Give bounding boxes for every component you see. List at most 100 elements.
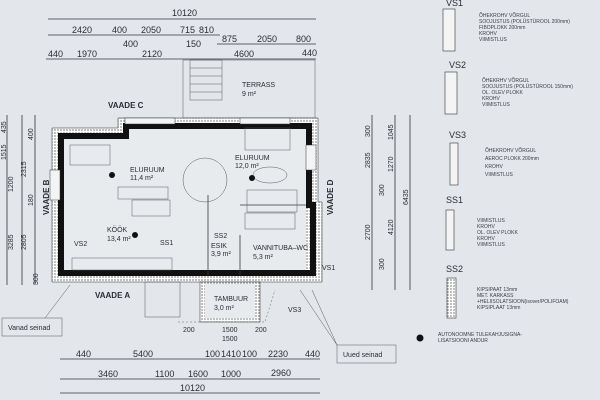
dim: 875 — [222, 34, 237, 44]
dim: 1100 — [155, 369, 174, 379]
legend-vs3: VS3 ÕHEKROHV VÕRGUL AEROC PLOKK 200mm KR… — [449, 130, 539, 186]
legend-line: KIPSIPLAAT 13mm — [477, 305, 520, 311]
legend-line: VIIMISTLUS — [479, 37, 507, 43]
legend-line: +HELIISOLATSIOON(isover/POLIFOAM) — [477, 299, 569, 305]
legend-line: VIIMISTLUS — [485, 172, 513, 178]
dim: 1970 — [77, 49, 97, 59]
dashed-outline — [178, 289, 276, 323]
dim: 6435 — [403, 189, 410, 205]
room-label-hall: ESIK — [211, 243, 227, 250]
room-area-kitchen: 13,4 m² — [107, 236, 131, 243]
note-old-walls-text: Vanad seinad — [8, 325, 50, 332]
dim: 100 — [242, 349, 257, 359]
legend-line: KROHV — [482, 96, 500, 102]
dim: 200 — [183, 327, 195, 334]
dim: 800 — [296, 34, 311, 44]
dim: 4120 — [388, 219, 395, 235]
dim: 2700 — [365, 224, 372, 240]
legend-line: KROHV — [479, 31, 497, 37]
dim: 2315 — [21, 161, 28, 177]
legend-line: KROHV — [485, 164, 503, 170]
dim: 1200 — [8, 176, 15, 192]
legend-line: MET. KARKASS — [477, 293, 514, 299]
wall-tag-ss1: SS1 — [160, 240, 173, 247]
room-area-living-1: 11,4 m² — [130, 175, 154, 182]
legend-code: SS1 — [446, 195, 463, 205]
terrace: TERRASS 9 m² — [182, 59, 316, 119]
room-label-bathroom: VANNITUBA–WC — [253, 245, 308, 252]
dim: 1000 — [221, 369, 241, 379]
bottom-dimensions: 200 1500 200 1500 440 5400 100 1410 100 … — [60, 327, 320, 394]
legend-line: SOOJUSTUS (POLÜSTÜROOL 150mm) — [482, 83, 573, 90]
top-dimensions: 10120 2420 400 2050 715 810 875 2050 800… — [46, 8, 317, 60]
room-area-living-2: 12,0 m² — [235, 163, 259, 170]
dim: 440 — [305, 349, 320, 359]
legend-ss2: SS2 KIPSIPAAT 13mm MET. KARKASS +HELIISO… — [446, 264, 569, 319]
dim: 300 — [379, 258, 386, 270]
legend-line: VIIMISTLUS — [477, 242, 505, 248]
dim: 1410 — [221, 349, 241, 359]
view-label-b: VAADE B — [42, 179, 51, 215]
dim: 810 — [199, 25, 214, 35]
legend-code: VS1 — [446, 0, 463, 8]
legend-line: KROHV — [477, 224, 495, 230]
dim: 400 — [112, 25, 127, 35]
legend-line: VIIMISTLUS — [477, 218, 505, 224]
view-label-a: VAADE A — [95, 291, 130, 300]
legend-line: ÕHEKROHV VÕRGUL — [479, 12, 530, 19]
dim: 2230 — [268, 349, 288, 359]
legend-code: VS3 — [449, 130, 466, 140]
dim: 3460 — [98, 369, 118, 379]
vestibule-floor — [205, 284, 255, 318]
legend-line: OL. OLEV PLOKK — [482, 90, 524, 96]
view-label-c: VAADE C — [108, 101, 144, 110]
wall-tags: VS2 SS1 SS2 VS1 VS3 — [74, 233, 335, 314]
dim: 4600 — [234, 49, 254, 59]
legend-line: KIPSIPAAT 13mm — [477, 287, 517, 293]
dim: 180 — [28, 194, 35, 206]
legend-line: OL. OLEV PLOKK — [477, 230, 519, 236]
dim: 2120 — [142, 49, 162, 59]
view-label-d: VAADE D — [326, 179, 335, 215]
wall-legend: VS1 ÕHEKROHV VÕRGUL SOOJUSTUS (POLÜSTÜRO… — [416, 0, 573, 344]
wall-tag-vs2: VS2 — [74, 241, 87, 248]
legend-line: ÕHEKRHV VÕRGUL — [482, 77, 529, 84]
dim: 300 — [365, 125, 372, 137]
legend-line: AUTONOOMNE TULEKAHJUSIGNA- — [438, 332, 522, 338]
legend-code: VS2 — [449, 60, 466, 70]
room-labels: ELURUUM 11,4 m² ELURUUM 12,0 m² KÖÖK 13,… — [107, 155, 308, 312]
legend-line: FIBOPLOKK 200mm — [479, 25, 525, 31]
dim: 200 — [255, 327, 267, 334]
wall-tag-ss2: SS2 — [214, 233, 227, 240]
building-walls — [49, 117, 323, 283]
right-dimensions: 300 2835 300 2700 300 1045 1270 4120 643… — [365, 115, 411, 290]
dim: 300 — [379, 184, 386, 196]
legend-line: LISATSIOONI ANDUR — [438, 338, 488, 344]
dim: 440 — [76, 349, 91, 359]
room-label-vestibule: TAMBUUR — [214, 296, 248, 303]
dim: 1045 — [388, 124, 395, 140]
smoke-detector-icon — [416, 334, 424, 342]
room-area-bathroom: 5,3 m² — [253, 254, 274, 261]
entry-steps — [144, 281, 181, 318]
room-label-living-2: ELURUUM — [235, 155, 270, 162]
left-dimensions: 435 1515 1200 3285 400 2315 180 2805 300 — [1, 115, 40, 285]
note-old-walls: Vanad seinad — [1, 284, 71, 337]
room-area-hall: 3,9 m² — [211, 251, 232, 258]
dim: 715 — [180, 25, 195, 35]
dim: 1500 — [222, 327, 238, 334]
room-label-terrace: TERRASS — [242, 82, 275, 89]
dim: 435 — [1, 121, 8, 133]
dim: 2050 — [141, 25, 161, 35]
dim: 300 — [33, 273, 40, 285]
dim: 150 — [186, 39, 201, 49]
dim: 2805 — [21, 234, 28, 250]
legend-line: AEROC PLOKK 200mm — [485, 156, 539, 162]
dim: 440 — [48, 49, 63, 59]
note-new-walls: Uued seinad — [299, 289, 397, 364]
legend-line: VIIMISTLUS — [482, 102, 510, 108]
dim: 3285 — [8, 234, 15, 250]
wall-tag-vs1: VS1 — [322, 265, 335, 272]
legend-vs2: VS2 ÕHEKRHV VÕRGUL SOOJUSTUS (POLÜSTÜROO… — [444, 60, 573, 115]
